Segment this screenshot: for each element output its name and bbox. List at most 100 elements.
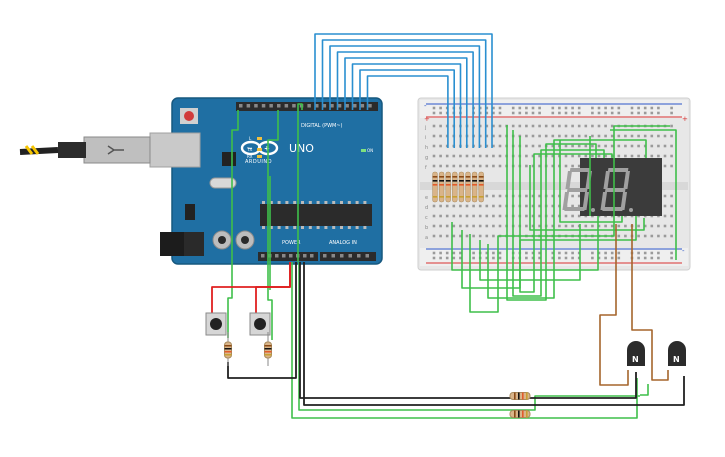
rail-hole[interactable] bbox=[610, 106, 614, 110]
rail-hole[interactable] bbox=[459, 251, 462, 255]
breadboard-hole[interactable] bbox=[459, 234, 462, 238]
segment-resistor[interactable] bbox=[471, 171, 478, 203]
breadboard-hole[interactable] bbox=[591, 144, 594, 148]
breadboard-hole[interactable] bbox=[465, 204, 469, 208]
rail-hole[interactable] bbox=[452, 251, 456, 255]
breadboard-hole[interactable] bbox=[591, 154, 594, 158]
push-button-1-cap[interactable] bbox=[210, 318, 222, 330]
rail-hole[interactable] bbox=[564, 111, 568, 115]
header-pin[interactable] bbox=[360, 104, 365, 108]
breadboard-hole[interactable] bbox=[610, 134, 614, 138]
rail-hole[interactable] bbox=[564, 256, 568, 260]
header-pin[interactable] bbox=[331, 254, 336, 258]
signal-wire-blue[interactable] bbox=[314, 33, 493, 148]
breadboard-hole[interactable] bbox=[459, 224, 462, 228]
signal-wire-blue[interactable] bbox=[329, 45, 481, 148]
seven-segment-display[interactable] bbox=[562, 158, 662, 216]
breadboard-hole[interactable] bbox=[525, 144, 528, 148]
breadboard-hole[interactable] bbox=[577, 214, 581, 218]
header-pin[interactable] bbox=[284, 104, 289, 108]
rail-hole[interactable] bbox=[564, 251, 568, 255]
breadboard-hole[interactable] bbox=[577, 144, 581, 148]
header-pin[interactable] bbox=[282, 254, 286, 258]
collector-wire-brown[interactable] bbox=[631, 224, 669, 381]
breadboard-hole[interactable] bbox=[577, 204, 581, 208]
breadboard-hole[interactable] bbox=[465, 234, 469, 238]
rail-hole[interactable] bbox=[439, 251, 442, 255]
breadboard-hole[interactable] bbox=[525, 194, 528, 198]
rail-hole[interactable] bbox=[485, 106, 489, 110]
breadboard-hole[interactable] bbox=[439, 164, 442, 168]
breadboard-hole[interactable] bbox=[465, 164, 469, 168]
rail-hole[interactable] bbox=[604, 256, 607, 260]
breadboard-hole[interactable] bbox=[604, 134, 607, 138]
rail-hole[interactable] bbox=[630, 106, 634, 110]
rail-hole[interactable] bbox=[538, 256, 541, 260]
breadboard-hole[interactable] bbox=[485, 134, 489, 138]
rail-hole[interactable] bbox=[637, 111, 640, 115]
breadboard-hole[interactable] bbox=[439, 214, 442, 218]
push-button-2[interactable] bbox=[249, 312, 271, 336]
breadboard-hole[interactable] bbox=[472, 204, 475, 208]
breadboard-hole[interactable] bbox=[657, 234, 660, 238]
breadboard-hole[interactable] bbox=[643, 134, 647, 138]
rail-hole[interactable] bbox=[670, 256, 673, 260]
breadboard-hole[interactable] bbox=[485, 194, 489, 198]
signal-wire-blue[interactable] bbox=[344, 57, 468, 148]
segment-resistor[interactable] bbox=[458, 171, 465, 203]
breadboard-hole[interactable] bbox=[432, 154, 436, 158]
breadboard-hole[interactable] bbox=[525, 124, 528, 128]
rail-hole[interactable] bbox=[571, 251, 574, 255]
breadboard-hole[interactable] bbox=[525, 164, 528, 168]
breadboard-hole[interactable] bbox=[551, 144, 555, 148]
rail-hole[interactable] bbox=[478, 111, 482, 115]
rail-hole[interactable] bbox=[492, 106, 495, 110]
breadboard-hole[interactable] bbox=[452, 154, 456, 158]
breadboard-hole[interactable] bbox=[571, 154, 574, 158]
breadboard-hole[interactable] bbox=[670, 124, 673, 128]
breadboard-hole[interactable] bbox=[551, 154, 555, 158]
breadboard-hole[interactable] bbox=[663, 134, 667, 138]
breadboard-hole[interactable] bbox=[571, 204, 574, 208]
breadboard-hole[interactable] bbox=[472, 164, 475, 168]
breadboard-hole[interactable] bbox=[492, 134, 495, 138]
breadboard-hole[interactable] bbox=[670, 154, 673, 158]
breadboard-hole[interactable] bbox=[663, 214, 667, 218]
breadboard-hole[interactable] bbox=[538, 194, 541, 198]
rail-hole[interactable] bbox=[525, 106, 528, 110]
breadboard-hole[interactable] bbox=[670, 234, 673, 238]
breadboard-hole[interactable] bbox=[492, 194, 495, 198]
breadboard-hole[interactable] bbox=[551, 194, 555, 198]
header-pin[interactable] bbox=[275, 254, 279, 258]
breadboard-hole[interactable] bbox=[577, 164, 581, 168]
rail-hole[interactable] bbox=[610, 256, 614, 260]
breadboard-hole[interactable] bbox=[564, 224, 568, 228]
breadboard-hole[interactable] bbox=[538, 164, 541, 168]
breadboard-hole[interactable] bbox=[604, 224, 607, 228]
breadboard-hole[interactable] bbox=[498, 134, 502, 138]
connection-wire-green[interactable] bbox=[291, 262, 638, 419]
breadboard-hole[interactable] bbox=[518, 124, 522, 128]
breadboard-hole[interactable] bbox=[571, 164, 574, 168]
header-pin[interactable] bbox=[315, 104, 319, 108]
breadboard-hole[interactable] bbox=[525, 214, 528, 218]
breadboard-hole[interactable] bbox=[531, 144, 535, 148]
header-pin[interactable] bbox=[353, 104, 357, 108]
breadboard-hole[interactable] bbox=[604, 154, 607, 158]
rail-hole[interactable] bbox=[637, 106, 640, 110]
rail-hole[interactable] bbox=[591, 256, 594, 260]
breadboard-hole[interactable] bbox=[531, 154, 535, 158]
breadboard-hole[interactable] bbox=[538, 154, 541, 158]
header-pin[interactable] bbox=[269, 104, 273, 108]
breadboard-hole[interactable] bbox=[498, 124, 502, 128]
rail-hole[interactable] bbox=[511, 111, 515, 115]
header-pin[interactable] bbox=[340, 254, 344, 258]
breadboard-hole[interactable] bbox=[492, 164, 495, 168]
breadboard-hole[interactable] bbox=[643, 234, 647, 238]
rail-hole[interactable] bbox=[637, 256, 640, 260]
pulldown-resistor-2[interactable] bbox=[264, 341, 272, 359]
breadboard-hole[interactable] bbox=[551, 224, 555, 228]
header-pin[interactable] bbox=[246, 104, 251, 108]
rail-hole[interactable] bbox=[485, 256, 489, 260]
pulldown-resistor-1[interactable] bbox=[224, 341, 232, 359]
